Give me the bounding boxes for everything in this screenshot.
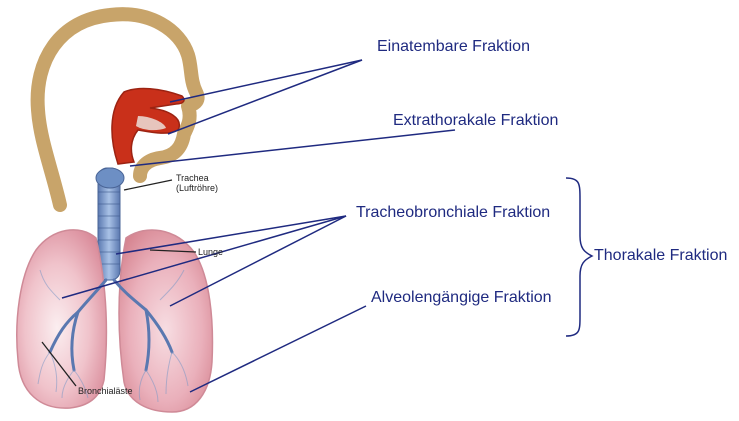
thorax-brace — [566, 178, 592, 336]
lung-right — [119, 230, 212, 412]
label-bronchialaeste: Bronchialäste — [78, 386, 133, 396]
label-lunge: Lunge — [198, 247, 223, 257]
label-tracheobronchiale: Tracheobronchiale Fraktion — [356, 204, 550, 222]
label-trachea: Trachea (Luftröhre) — [176, 173, 218, 193]
lung-left — [17, 230, 107, 408]
label-trachea-line2: (Luftröhre) — [176, 183, 218, 193]
label-alveolengaengige: Alveolengängige Fraktion — [371, 289, 552, 307]
label-trachea-line1: Trachea — [176, 173, 218, 183]
label-thorakale: Thorakale Fraktion — [594, 247, 727, 265]
label-einatembare: Einatembare Fraktion — [377, 38, 530, 56]
label-extrathorakale: Extrathorakale Fraktion — [393, 112, 558, 130]
